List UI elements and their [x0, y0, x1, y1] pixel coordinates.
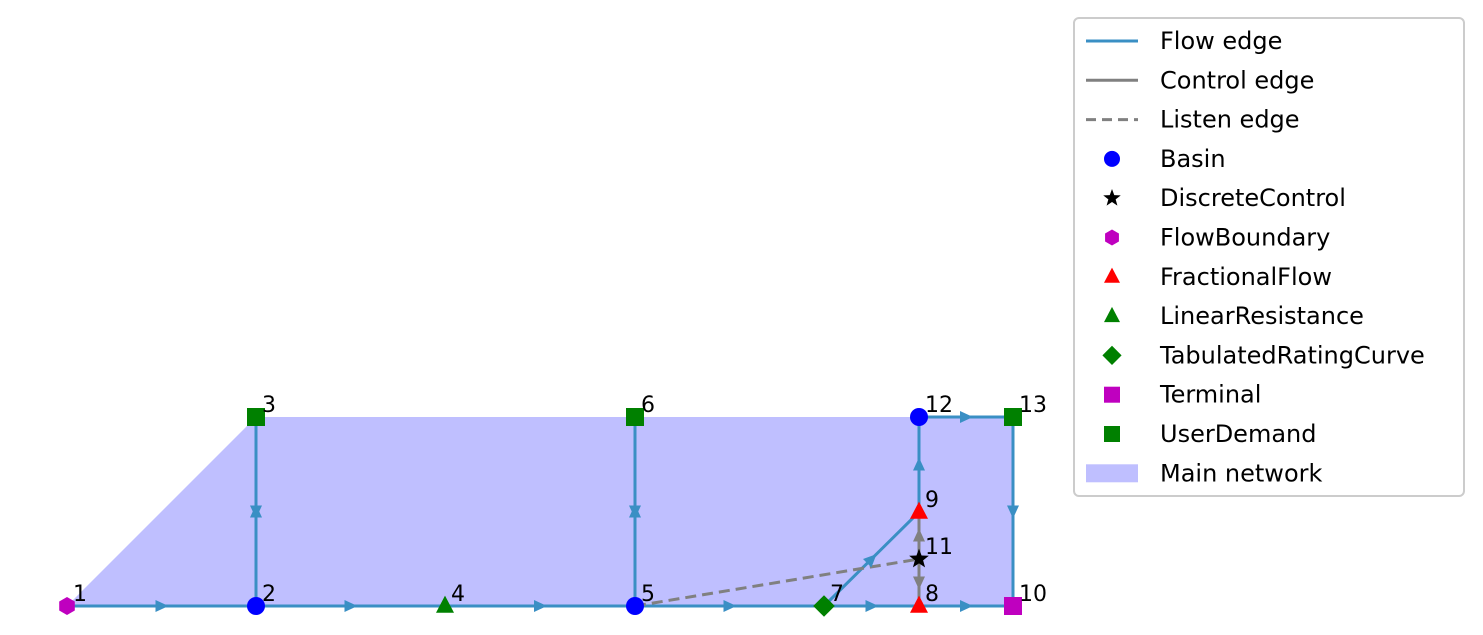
legend-hexagon-marker	[1105, 229, 1119, 246]
legend-item-listen-edge: Listen edge	[1086, 106, 1300, 134]
edge-arrow-5-7	[723, 600, 737, 612]
legend-label: Flow edge	[1160, 27, 1282, 55]
node-12-basin	[910, 408, 928, 426]
legend-label: UserDemand	[1160, 420, 1316, 448]
legend-square-marker	[1104, 386, 1120, 403]
edge-arrow-9-12	[913, 457, 925, 471]
legend-item-linear-resistance: LinearResistance	[1104, 302, 1364, 330]
edge-arrows-layer	[155, 411, 1019, 612]
edge-arrow-4-5	[534, 600, 547, 612]
node-8-fractional-flow	[910, 595, 928, 613]
node-3-user-demand	[247, 408, 265, 426]
legend-patch-swatch	[1086, 464, 1138, 483]
legend-item-main-network: Main network	[1086, 459, 1322, 487]
edge-arrow-6-5	[629, 505, 641, 519]
node-label-1: 1	[73, 582, 87, 607]
legend-label: Main network	[1160, 459, 1322, 487]
legend-item-tabulated-rating-curve: TabulatedRatingCurve	[1102, 341, 1425, 369]
edge-arrow-8-10	[960, 600, 973, 612]
node-label-10: 10	[1019, 582, 1047, 607]
legend-item-control-edge: Control edge	[1086, 66, 1314, 94]
node-label-5: 5	[641, 582, 655, 607]
node-9-fractional-flow	[910, 501, 928, 519]
legend-label: Control edge	[1160, 66, 1314, 94]
node-6-user-demand	[626, 408, 644, 426]
edge-arrow-12-13	[960, 411, 973, 423]
legend-triangle-marker	[1104, 267, 1120, 283]
legend-circle-marker	[1104, 150, 1120, 167]
legend-label: LinearResistance	[1160, 302, 1364, 330]
legend-label: Terminal	[1159, 381, 1261, 409]
node-label-4: 4	[451, 582, 465, 607]
legend-item-fractional-flow: FractionalFlow	[1104, 263, 1332, 291]
edge-arrow-1-2	[155, 600, 169, 612]
legend-square-marker	[1104, 426, 1120, 442]
legend-diamond-marker	[1102, 345, 1122, 365]
node-label-9: 9	[925, 488, 939, 513]
network-area-layer	[67, 417, 1013, 606]
node-11-discrete-control	[909, 548, 929, 568]
legend-item-flow-boundary: FlowBoundary	[1105, 224, 1330, 252]
legend-item-terminal: Terminal	[1104, 381, 1261, 409]
edge-arrow-3-2	[250, 505, 262, 519]
legend-item-basin: Basin	[1104, 145, 1226, 173]
node-label-11: 11	[925, 535, 953, 560]
edge-arrow-7-9	[863, 554, 877, 568]
edge-arrow-11-9	[913, 528, 925, 542]
edge-arrow-2-4	[344, 600, 358, 612]
nodes-layer	[59, 408, 1022, 617]
edge-arrow-13-10	[1007, 505, 1019, 519]
node-label-7: 7	[830, 582, 844, 607]
node-label-13: 13	[1019, 393, 1047, 418]
edge-arrow-11-8	[913, 576, 925, 590]
legend-star-marker	[1103, 189, 1121, 206]
legend-label: DiscreteControl	[1160, 184, 1346, 212]
node-label-2: 2	[262, 582, 276, 607]
node-5-basin	[626, 597, 644, 615]
legend-triangle-marker	[1104, 306, 1120, 323]
legend-label: Basin	[1160, 145, 1226, 173]
edge-arrow-7-8	[865, 600, 879, 612]
node-10-terminal	[1004, 597, 1022, 615]
node-1-flow-boundary	[59, 597, 75, 615]
legend-item-discrete-control: DiscreteControl	[1103, 184, 1346, 212]
legend-frame	[1073, 17, 1465, 497]
legend-label: FractionalFlow	[1160, 263, 1332, 291]
legend-label: Listen edge	[1160, 106, 1300, 134]
node-13-user-demand	[1004, 408, 1022, 426]
main-network-area	[67, 417, 1013, 606]
legend-item-flow-edge: Flow edge	[1086, 27, 1282, 55]
node-label-8: 8	[925, 582, 939, 607]
node-label-3: 3	[262, 393, 276, 418]
node-7-tabulated-rating-curve	[813, 595, 835, 617]
node-4-linear-resistance	[436, 595, 454, 613]
node-label-12: 12	[925, 393, 953, 418]
legend-label: FlowBoundary	[1160, 224, 1330, 252]
legend-label: TabulatedRatingCurve	[1159, 341, 1425, 369]
node-label-6: 6	[641, 393, 655, 418]
legend-item-user-demand: UserDemand	[1104, 420, 1316, 448]
node-2-basin	[247, 597, 265, 615]
